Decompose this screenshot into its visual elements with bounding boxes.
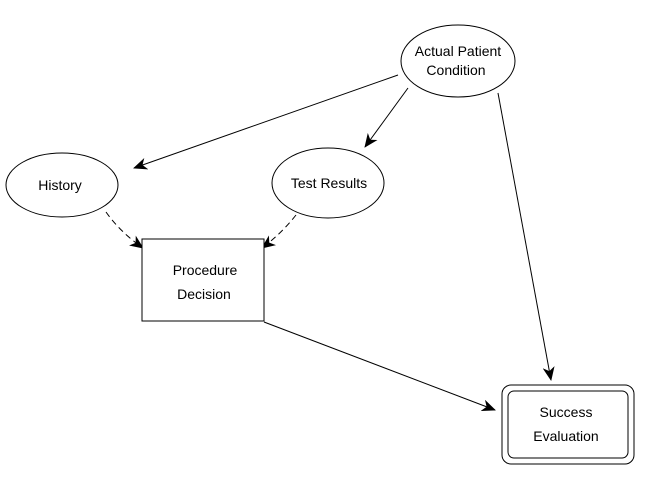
node-success-evaluation: Success Evaluation [501,384,635,465]
node-label-line: History [38,177,82,193]
edge-condition-to-history [133,74,399,170]
node-label-line: Condition [426,62,485,78]
node-label-line: Procedure [173,262,238,278]
node-history: History [5,152,119,218]
node-procedure-decision: Procedure Decision [141,238,265,322]
node-label-line: Test Results [291,175,367,191]
node-label-line: Decision [177,286,231,302]
node-actual-patient-condition: Actual Patient Condition [400,24,516,98]
node-label-line: Evaluation [533,428,598,444]
edge-test-results-to-procedure-decision [261,214,297,249]
edge-history-to-procedure-decision [105,211,144,249]
edge-condition-to-success-evaluation [497,92,555,381]
node-label-line: Actual Patient [415,43,501,59]
node-label-line: Success [540,404,593,420]
edge-procedure-decision-to-success-evaluation [263,321,496,411]
node-test-results: Test Results [271,147,385,219]
edge-condition-to-test-results [364,87,409,148]
